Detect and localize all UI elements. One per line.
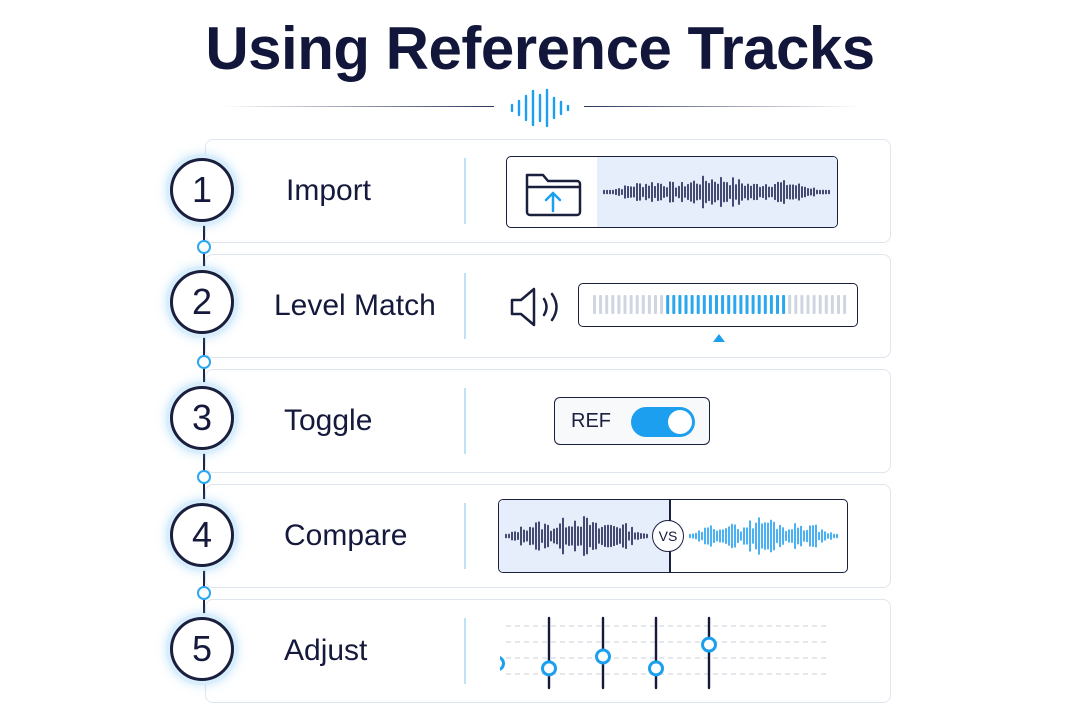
level-meter-segment bbox=[757, 295, 761, 314]
title-rule-right bbox=[584, 106, 860, 107]
step-card-adjust: Adjust bbox=[205, 599, 891, 703]
level-meter-segment bbox=[654, 295, 657, 314]
level-meter-segment bbox=[708, 295, 712, 314]
step-label: Toggle bbox=[284, 404, 373, 437]
eq-faders[interactable] bbox=[500, 612, 830, 694]
step-label: Import bbox=[286, 174, 372, 207]
level-meter-segment bbox=[769, 295, 773, 314]
step-number-5: 5 bbox=[170, 617, 234, 681]
level-meter-segment bbox=[593, 295, 596, 314]
level-meter-segment bbox=[605, 295, 609, 314]
level-meter-segment bbox=[794, 295, 798, 314]
ref-toggle-switch[interactable] bbox=[631, 407, 695, 437]
level-meter-segment bbox=[672, 295, 676, 314]
fader-knob[interactable] bbox=[648, 660, 664, 677]
level-meter-segment bbox=[702, 295, 706, 314]
waveform-icon bbox=[510, 88, 570, 128]
level-meter-segment bbox=[629, 295, 633, 314]
step-label: Level Match bbox=[274, 289, 436, 322]
step-label: Compare bbox=[284, 519, 408, 552]
level-meter-segment bbox=[727, 295, 731, 314]
step-card-import: Import bbox=[205, 139, 891, 243]
level-meter-segment bbox=[684, 295, 688, 314]
step-card-compare: Compare VS bbox=[205, 484, 891, 588]
level-meter-segment bbox=[721, 295, 725, 314]
level-meter-segment bbox=[763, 295, 767, 314]
level-meter-segment bbox=[800, 295, 804, 314]
fader-knob[interactable] bbox=[701, 636, 717, 653]
level-meter-segment bbox=[611, 295, 615, 314]
import-panel[interactable] bbox=[506, 156, 838, 228]
level-meter-segment bbox=[788, 295, 792, 314]
level-meter-segment bbox=[776, 295, 779, 314]
toggle-label: REF bbox=[571, 410, 611, 432]
level-meter[interactable] bbox=[578, 283, 858, 327]
reference-waveform-graphic bbox=[689, 517, 838, 555]
mix-waveform-graphic bbox=[505, 515, 648, 557]
level-meter-segment bbox=[745, 295, 749, 314]
level-meter-segment bbox=[635, 295, 639, 314]
ref-toggle-control[interactable]: REF bbox=[554, 397, 710, 445]
level-meter-segment bbox=[641, 295, 645, 314]
connector-dot bbox=[197, 355, 211, 369]
step-divider bbox=[464, 618, 466, 684]
level-meter-segment bbox=[751, 295, 755, 314]
level-meter-segment bbox=[830, 295, 834, 314]
level-meter-segment bbox=[623, 295, 627, 314]
step-label: Adjust bbox=[284, 634, 368, 667]
step-card-level-match: Level Match bbox=[205, 254, 891, 358]
level-meter-segment bbox=[678, 295, 682, 314]
step-divider bbox=[464, 503, 466, 569]
folder-upload-icon[interactable] bbox=[523, 167, 583, 219]
level-meter-segment bbox=[715, 295, 718, 314]
level-meter-segment bbox=[696, 295, 700, 314]
level-meter-segment bbox=[739, 295, 743, 314]
waveform-graphic bbox=[603, 175, 830, 209]
step-divider bbox=[464, 158, 466, 224]
page-title: Using Reference Tracks bbox=[205, 15, 875, 82]
level-meter-segment bbox=[617, 295, 621, 314]
level-meter-segment bbox=[782, 295, 786, 314]
toggle-knob bbox=[668, 410, 692, 434]
step-number-3: 3 bbox=[170, 386, 234, 450]
connector-dot bbox=[197, 470, 211, 484]
level-meter-segment bbox=[812, 295, 816, 314]
speaker-icon[interactable] bbox=[506, 283, 566, 331]
level-meter-segment bbox=[666, 295, 670, 314]
level-meter-segment bbox=[599, 295, 603, 314]
connector-dot bbox=[197, 586, 211, 600]
level-meter-segment bbox=[660, 295, 664, 314]
level-meter-segment bbox=[818, 295, 822, 314]
level-meter-segment bbox=[806, 295, 810, 314]
compare-panel[interactable]: VS bbox=[498, 499, 848, 573]
fader-knob[interactable] bbox=[595, 648, 611, 665]
level-meter-segment bbox=[824, 295, 828, 314]
step-number-1: 1 bbox=[170, 158, 234, 222]
fader-knob[interactable] bbox=[500, 656, 505, 671]
level-marker-icon[interactable] bbox=[712, 333, 726, 343]
level-meter-segment bbox=[690, 295, 694, 314]
title-rule-left bbox=[222, 106, 494, 107]
step-number-4: 4 bbox=[170, 503, 234, 567]
connector-dot bbox=[197, 240, 211, 254]
step-number-2: 2 bbox=[170, 270, 234, 334]
step-card-toggle: Toggle REF bbox=[205, 369, 891, 473]
step-divider bbox=[464, 388, 466, 454]
vs-badge: VS bbox=[652, 520, 684, 552]
step-divider bbox=[464, 273, 466, 339]
level-meter-bars bbox=[593, 295, 847, 314]
level-meter-segment bbox=[837, 295, 840, 314]
level-meter-segment bbox=[647, 295, 651, 314]
level-meter-segment bbox=[843, 295, 847, 314]
fader-knob[interactable] bbox=[541, 660, 557, 677]
level-meter-segment bbox=[733, 295, 737, 314]
